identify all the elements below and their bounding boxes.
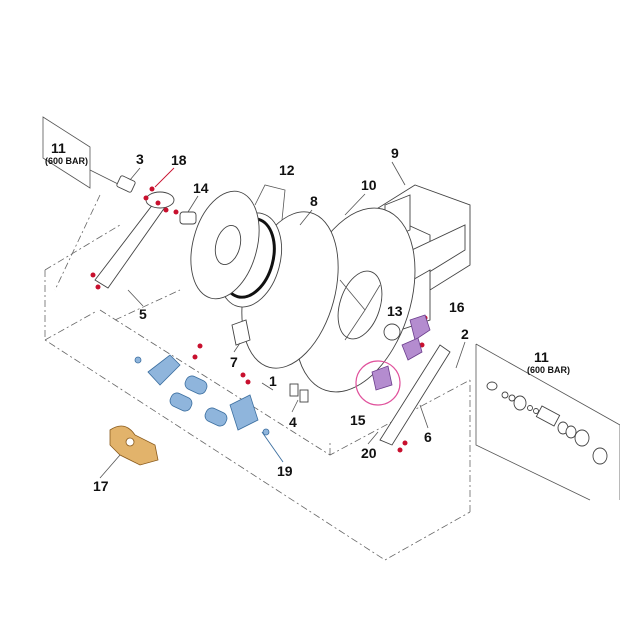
callout-19: 19 xyxy=(277,463,293,479)
callout-4: 4 xyxy=(289,414,297,430)
callout-20: 20 xyxy=(361,445,377,461)
callout-1: 1 xyxy=(269,373,277,389)
callout-11-left-pressure: (600 BAR) xyxy=(45,156,88,166)
callout-2: 2 xyxy=(461,326,469,342)
callout-15: 15 xyxy=(350,412,366,428)
small-parts xyxy=(231,319,401,403)
callout-17: 17 xyxy=(93,478,109,494)
callout-11-right-pressure: (600 BAR) xyxy=(527,365,570,375)
side-disc xyxy=(190,184,286,300)
callout-5: 5 xyxy=(139,306,147,322)
callout-10: 10 xyxy=(361,177,377,193)
callout-11-left: 11 xyxy=(51,140,66,156)
fitting-kit-11-right xyxy=(475,343,620,501)
callout-6: 6 xyxy=(424,429,432,445)
callout-11-right: 11 xyxy=(534,349,549,365)
callout-9: 9 xyxy=(391,145,399,161)
callout-13: 13 xyxy=(387,303,403,319)
assembly-outline xyxy=(44,224,471,561)
arm-6 xyxy=(379,344,451,446)
callout-8: 8 xyxy=(310,193,318,209)
callout-16: 16 xyxy=(449,299,465,315)
arm-5 xyxy=(94,191,175,289)
blue-bearing-parts xyxy=(134,354,270,436)
callout-18: 18 xyxy=(171,152,187,168)
callout-7: 7 xyxy=(230,354,238,370)
callout-12: 12 xyxy=(279,162,295,178)
callout-14: 14 xyxy=(193,180,209,196)
purple-brake-parts xyxy=(371,314,431,391)
callout-3: 3 xyxy=(136,151,144,167)
fitting-kit-11-left xyxy=(42,116,121,291)
gold-part-17 xyxy=(109,425,159,466)
leader-lines xyxy=(99,161,466,479)
